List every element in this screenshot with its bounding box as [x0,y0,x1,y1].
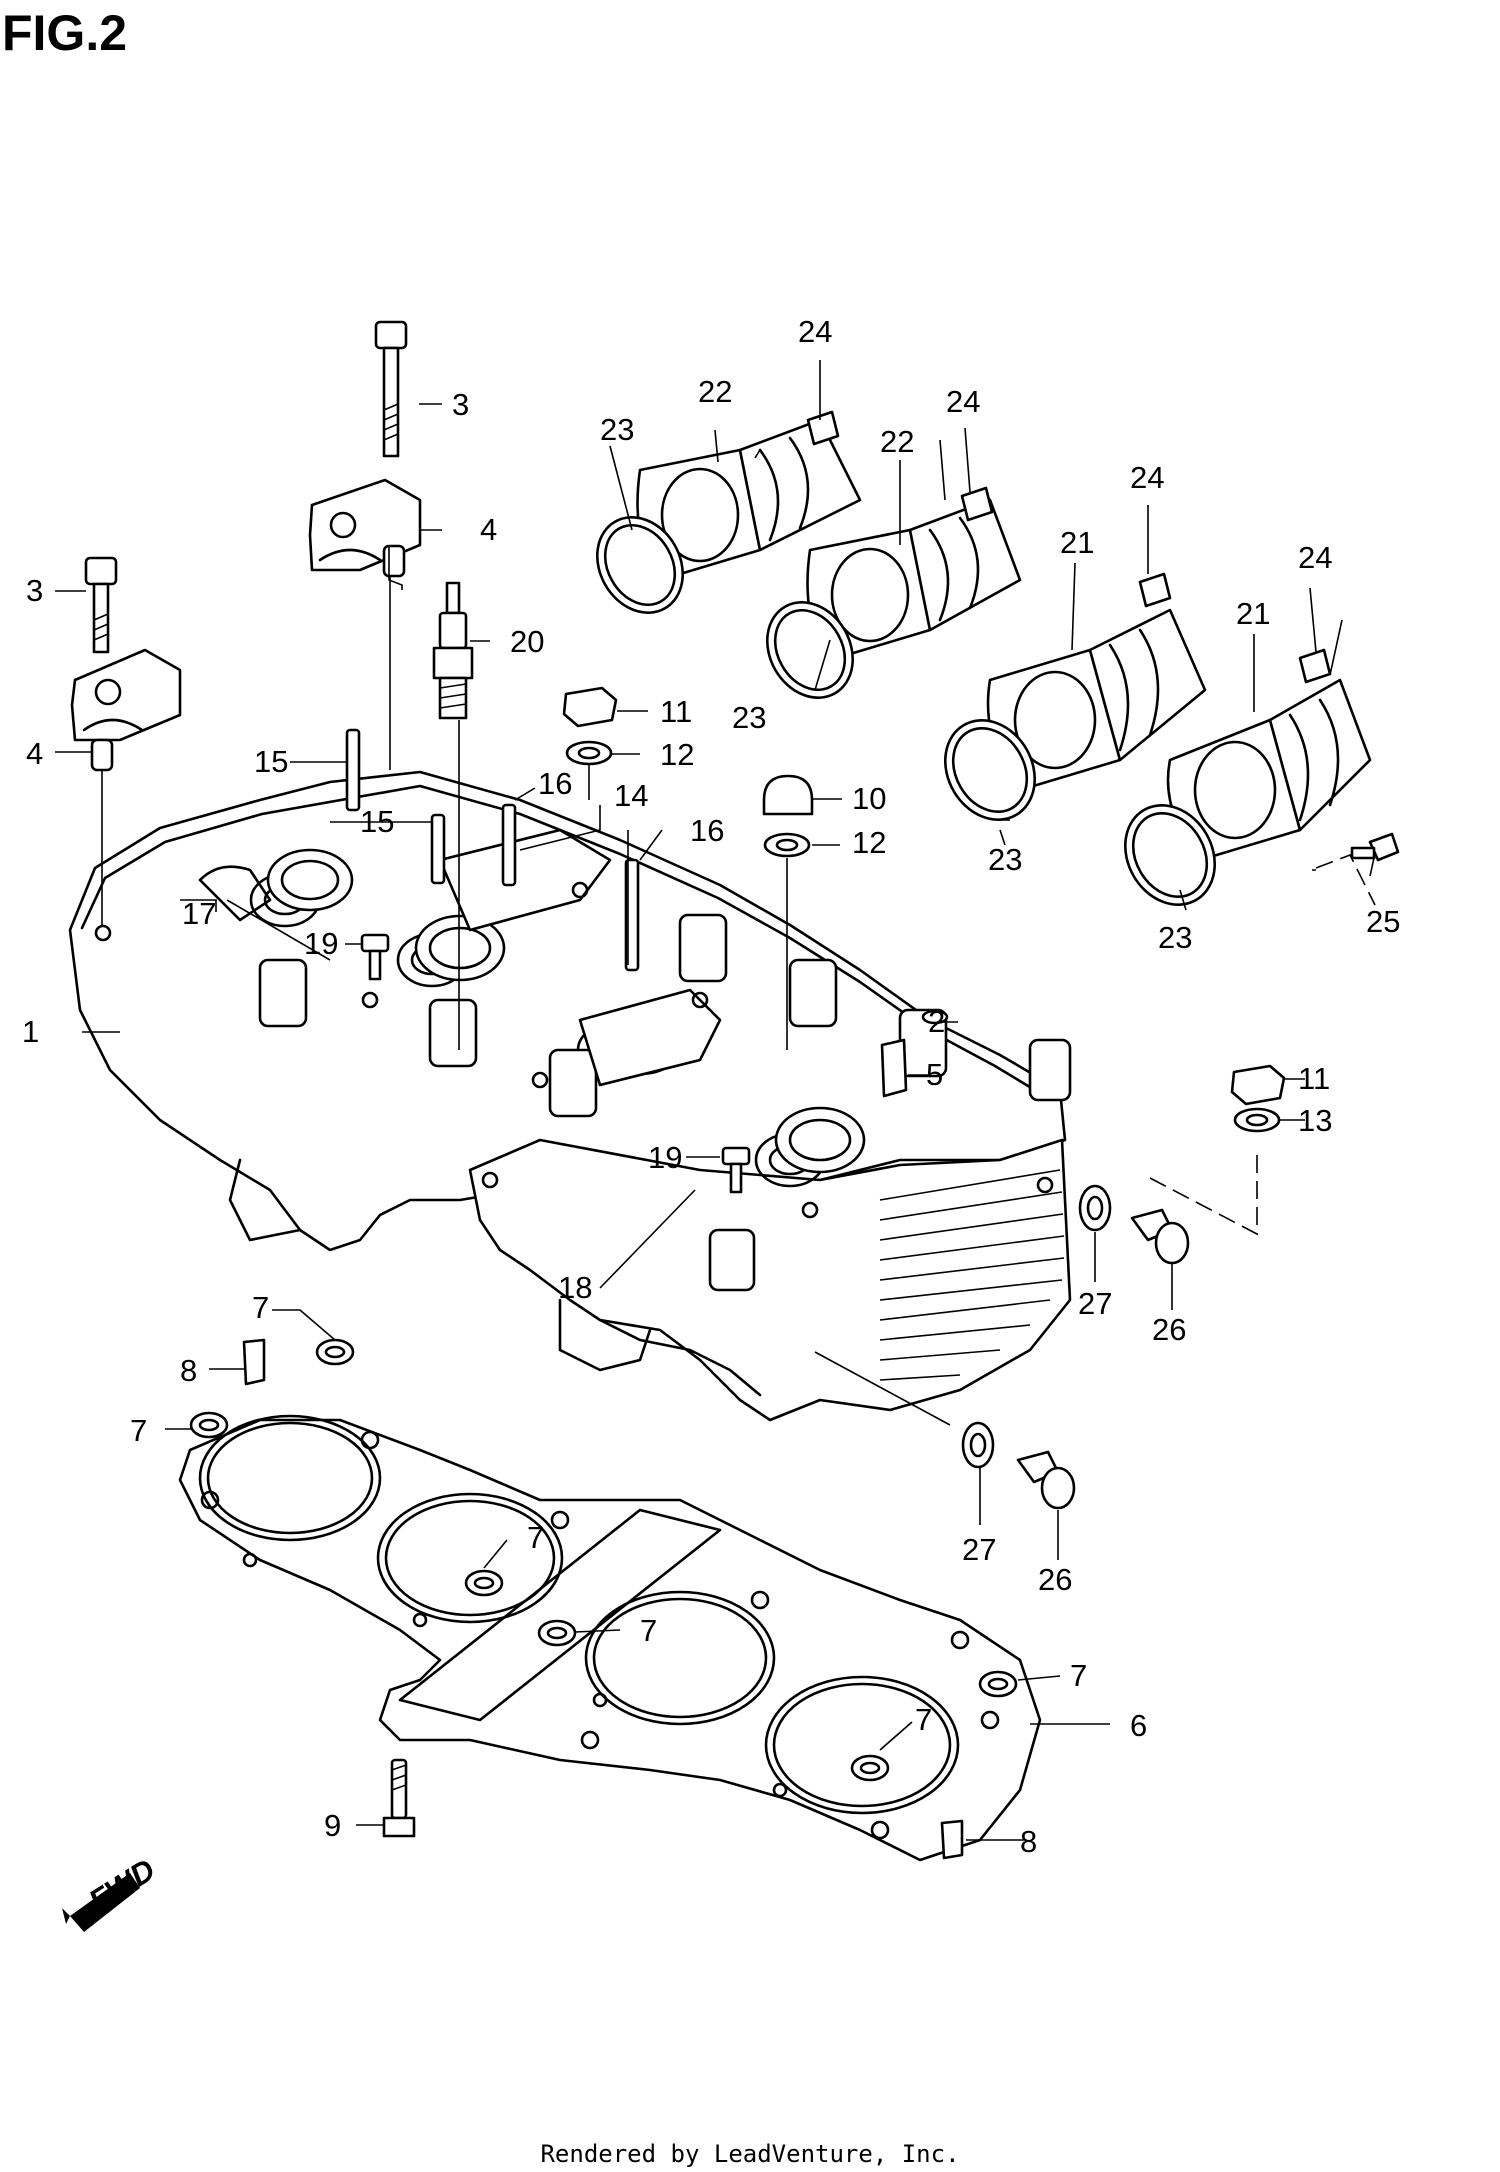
callout-7-f: 7 [915,1702,932,1737]
clamp-24-c[interactable] [1138,572,1172,608]
o-ring-23-c[interactable] [928,704,1053,836]
o-ring-23-b[interactable] [750,587,869,714]
callout-2: 2 [928,1004,945,1039]
render-credit: Rendered by LeadVenture, Inc. [540,2140,960,2168]
dowel-collar-7-f[interactable] [850,1754,890,1782]
clamp-24-a[interactable] [806,410,840,446]
callout-15-center: 15 [360,804,394,839]
dowel-collar-7-e[interactable] [978,1670,1018,1698]
cap-nut-10[interactable] [762,774,814,816]
gasket-27-upper[interactable] [1078,1184,1112,1232]
plug-26-lower[interactable] [1016,1450,1076,1510]
cap-bolt-upper[interactable] [374,320,408,458]
callout-22-right: 22 [880,424,914,459]
cap-bolt-lower[interactable] [84,556,118,654]
dowel-collar-7-a[interactable] [315,1338,355,1366]
callout-21-right: 21 [1236,596,1270,631]
callout-5: 5 [926,1057,943,1092]
callout-17: 17 [182,896,216,931]
dowel-collar-7-d[interactable] [537,1619,577,1647]
callout-10: 10 [852,781,886,816]
callout-27-upper: 27 [1078,1286,1112,1321]
callout-25: 25 [1366,904,1400,939]
callout-14: 14 [614,778,648,813]
callout-24-b: 24 [946,384,980,419]
stud-15-left[interactable] [345,728,361,812]
cylinder-head[interactable] [68,770,1072,1422]
bolt-9[interactable] [382,1758,416,1838]
forward-direction-marker: FWD [62,1852,161,1932]
callout-7-d: 7 [640,1613,657,1648]
callout-26-upper: 26 [1152,1312,1186,1347]
callout-18: 18 [558,1270,592,1305]
fwd-label: FWD [83,1852,161,1919]
callout-24-c: 24 [1130,460,1164,495]
figure-title: FIG.2 [2,5,128,61]
cylinder-head-gasket[interactable] [178,1414,1042,1862]
callout-24-d: 24 [1298,540,1332,575]
stud-16-lower[interactable] [624,858,640,972]
camshaft-cap-lower[interactable] [70,648,182,742]
callout-1: 1 [22,1014,39,1049]
callout-6: 6 [1130,1708,1147,1743]
callout-16-lower: 16 [690,813,724,848]
callout-15-left: 15 [254,744,288,779]
callout-12-upper: 12 [660,737,694,772]
washer-12-center[interactable] [763,832,811,858]
callout-11-right: 11 [1298,1061,1330,1096]
callout-24-a: 24 [798,314,832,349]
callout-12-center: 12 [852,825,886,860]
callout-23-b: 23 [732,700,766,735]
callout-16-upper: 16 [538,766,572,801]
callout-19-center: 19 [648,1140,682,1175]
stud-16-upper[interactable] [501,803,517,887]
clamp-24-d[interactable] [1298,648,1332,684]
callout-23-c: 23 [988,842,1022,877]
callout-4-lower: 4 [26,736,43,771]
callout-11-upper: 11 [660,694,692,729]
screw-25[interactable] [1350,832,1400,862]
leader-lines [55,360,1376,1841]
callout-8-upper: 8 [180,1353,197,1388]
clamp-24-b[interactable] [960,486,994,522]
callout-26-lower: 26 [1038,1562,1072,1597]
gasket-27-lower[interactable] [961,1421,995,1469]
dowel-collar-7-b[interactable] [189,1411,229,1439]
callout-7-e: 7 [1070,1658,1087,1693]
callout-23-d: 23 [1158,920,1192,955]
callout-3-lower: 3 [26,573,43,608]
callout-3-upper: 3 [452,387,469,422]
nut-11-right[interactable] [1230,1064,1286,1106]
bolt-19-left[interactable] [360,933,390,981]
callout-7-a: 7 [252,1290,269,1325]
callout-13: 13 [1298,1103,1332,1138]
callout-22-left: 22 [698,374,732,409]
stud-15-center[interactable] [430,813,446,885]
callout-20: 20 [510,624,544,659]
callout-21-left: 21 [1060,525,1094,560]
dowel-pin-8-a[interactable] [242,1338,266,1386]
callout-27-lower: 27 [962,1532,996,1567]
dowel-pin-8-b[interactable] [940,1819,964,1860]
o-ring-23-a[interactable] [580,502,699,629]
cap-dowel-upper[interactable] [382,544,406,578]
callout-8-lower: 8 [1020,1824,1037,1859]
callout-7-c: 7 [527,1520,544,1555]
nut-11-upper[interactable] [562,686,618,728]
spark-plug[interactable] [432,581,474,720]
bolt-19-center[interactable] [721,1146,751,1194]
dowel-collar-7-c[interactable] [464,1569,504,1597]
callout-19-left: 19 [304,926,338,961]
callout-4-upper: 4 [480,512,497,547]
callout-labels: 1 2 3 3 4 4 5 6 7 7 7 7 7 7 8 8 9 10 11 … [22,314,1400,1859]
callout-9: 9 [324,1808,341,1843]
callout-7-b: 7 [130,1413,147,1448]
o-ring-23-d[interactable] [1108,789,1233,921]
plug-26-upper[interactable] [1130,1208,1190,1265]
washer-13[interactable] [1233,1107,1281,1133]
callout-23-a: 23 [600,412,634,447]
cap-dowel-lower[interactable] [90,738,114,772]
washer-12-upper[interactable] [565,740,613,766]
